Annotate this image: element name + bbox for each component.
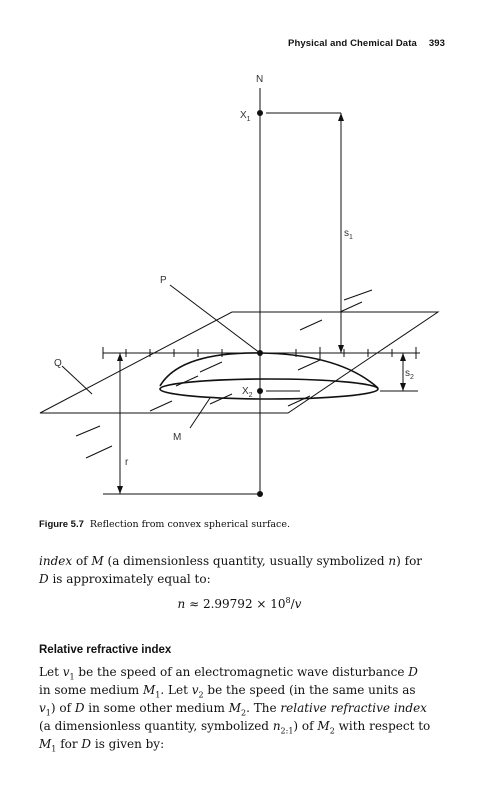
running-head: Physical and Chemical Data 393 xyxy=(288,38,445,49)
point-x2 xyxy=(257,388,263,394)
paragraph-relative-index: Let v1 be the speed of an electromagneti… xyxy=(39,665,431,754)
reflection-figure: N X1 X2 P Q M r s1 s2 xyxy=(39,74,440,497)
figure-caption-text: Reflection from convex spherical surface… xyxy=(89,519,290,530)
mirror-upper-arc xyxy=(159,352,379,389)
figure-number: Figure 5.7 xyxy=(39,519,84,530)
point-center xyxy=(257,491,263,497)
page-number: 393 xyxy=(428,38,445,49)
label-s1: s1 xyxy=(344,228,353,241)
figure-caption: Figure 5.7 Reflection from convex spheric… xyxy=(39,519,290,530)
point-vertex xyxy=(257,350,263,356)
label-n: N xyxy=(256,74,263,85)
running-title: Physical and Chemical Data xyxy=(288,38,417,49)
mirror-rim-ellipse xyxy=(159,378,379,400)
label-s2: s2 xyxy=(405,368,414,381)
mirror-hatching xyxy=(75,289,373,459)
paragraph-refractive-index: index of M (a dimensionless quantity, us… xyxy=(39,554,423,586)
horizontal-plane xyxy=(39,311,440,414)
ray-q xyxy=(61,365,93,395)
section-heading: Relative refractive index xyxy=(39,644,172,656)
label-p: P xyxy=(160,275,167,286)
ray-p xyxy=(169,284,261,354)
label-x1: X1 xyxy=(240,110,251,123)
label-r: r xyxy=(125,457,129,468)
label-x2: X2 xyxy=(242,386,253,399)
label-q: Q xyxy=(54,358,62,369)
formula: n ≈ 2.99792 × 108/v xyxy=(177,596,302,612)
point-x1 xyxy=(257,110,263,116)
m-pointer xyxy=(189,397,211,429)
label-m: M xyxy=(173,432,181,443)
ruler-ticks xyxy=(102,347,417,359)
